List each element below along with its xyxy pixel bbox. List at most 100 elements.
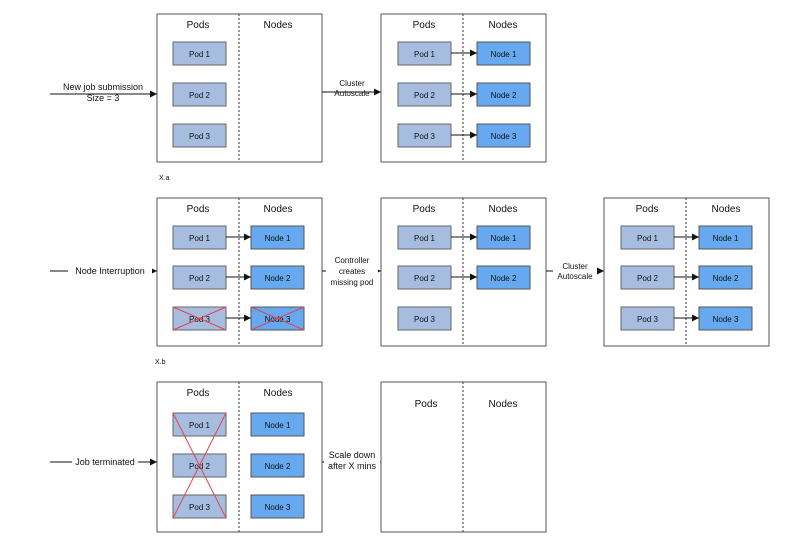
edge-cluster-autoscale-a: Cluster Autoscale — [322, 79, 381, 98]
panel-b3: Pods Nodes Pod 1 Pod 2 Pod 3 Node 1 Node… — [603, 197, 770, 347]
edge-cluster-autoscale-b: Cluster Autoscale — [546, 260, 604, 282]
pod-box: Pod 2 — [172, 265, 227, 290]
svg-text:Pod 1: Pod 1 — [189, 421, 210, 430]
panel-a1: Pods Nodes Pod 1 Pod 2 Pod 3 — [156, 13, 323, 163]
svg-text:Node 1: Node 1 — [265, 421, 291, 430]
svg-text:Pod 3: Pod 3 — [414, 315, 435, 324]
svg-text:Node 1: Node 1 — [265, 234, 291, 243]
svg-text:Node 2: Node 2 — [265, 274, 291, 283]
svg-text:Node 1: Node 1 — [713, 234, 739, 243]
edge-node-interruption: Node Interruption — [50, 264, 157, 277]
svg-text:Pod 1: Pod 1 — [414, 234, 435, 243]
panel-c2: Pods Nodes — [380, 381, 547, 533]
node-box: Node 2 — [698, 265, 753, 290]
pod-box: Pod 1 — [397, 41, 452, 66]
pod-box: Pod 3 — [172, 123, 227, 148]
svg-text:creates: creates — [339, 267, 365, 276]
panel-b2: Pods Nodes Pod 1 Pod 2 Pod 3 Node 1 Node… — [380, 197, 547, 347]
svg-text:Node 2: Node 2 — [265, 462, 291, 471]
svg-text:Pod 3: Pod 3 — [414, 132, 435, 141]
panel-a2: Pods Nodes Pod 1 Pod 2 Pod 3 Node 1 Node… — [380, 13, 547, 163]
pod-box: Pod 2 — [397, 82, 452, 107]
node-box: Node 2 — [250, 453, 305, 478]
pod-box-crossed: Pod 1 — [172, 412, 227, 437]
pod-box: Pod 3 — [397, 123, 452, 148]
edge-job-terminated: Job terminated — [50, 455, 157, 468]
svg-text:Pod 1: Pod 1 — [189, 50, 210, 59]
svg-text:Pod 2: Pod 2 — [637, 274, 658, 283]
svg-text:Controller: Controller — [335, 256, 370, 265]
node-box: Node 3 — [476, 123, 531, 148]
pods-header: Pods — [187, 20, 210, 31]
svg-text:Node 2: Node 2 — [491, 274, 517, 283]
svg-text:after X mins: after X mins — [328, 461, 377, 471]
pod-box: Pod 2 — [172, 82, 227, 107]
nodes-header: Nodes — [264, 204, 293, 215]
svg-text:Autoscale: Autoscale — [334, 89, 370, 98]
nodes-header: Nodes — [489, 399, 518, 410]
pods-header: Pods — [187, 204, 210, 215]
node-box: Node 1 — [250, 225, 305, 250]
panel-c1: Pods Nodes Pod 1 Pod 2 Pod 3 Node 1 Node… — [156, 381, 323, 533]
svg-text:Pod 2: Pod 2 — [189, 91, 210, 100]
pods-header: Pods — [187, 388, 210, 399]
edge-scale-down: Scale down after X mins — [322, 447, 381, 473]
svg-text:Pod 1: Pod 1 — [414, 50, 435, 59]
nodes-header: Nodes — [712, 204, 741, 215]
svg-text:Node 3: Node 3 — [713, 315, 739, 324]
section-label-b: X.b — [155, 359, 166, 366]
nodes-header: Nodes — [489, 20, 518, 31]
nodes-header: Nodes — [264, 388, 293, 399]
svg-text:Pod 3: Pod 3 — [189, 503, 210, 512]
section-label-a: X.a — [159, 175, 170, 182]
svg-text:Node 3: Node 3 — [265, 315, 291, 324]
svg-text:Size = 3: Size = 3 — [87, 93, 120, 103]
svg-text:Scale down: Scale down — [329, 450, 376, 460]
pod-box: Pod 3 — [397, 306, 452, 331]
svg-text:Pod 3: Pod 3 — [637, 315, 658, 324]
node-box: Node 3 — [250, 494, 305, 519]
pods-header: Pods — [415, 399, 438, 410]
svg-text:Pod 2: Pod 2 — [189, 274, 210, 283]
svg-text:Cluster: Cluster — [562, 262, 588, 271]
pods-header: Pods — [413, 20, 436, 31]
svg-text:Pod 1: Pod 1 — [189, 234, 210, 243]
node-box: Node 2 — [250, 265, 305, 290]
svg-text:Node 3: Node 3 — [491, 132, 517, 141]
pod-box-crossed: Pod 3 — [172, 494, 227, 519]
svg-text:Pod 2: Pod 2 — [414, 274, 435, 283]
node-box: Node 2 — [476, 265, 531, 290]
svg-text:Pod 1: Pod 1 — [637, 234, 658, 243]
interruption-cross — [172, 306, 305, 331]
svg-text:Node 1: Node 1 — [491, 234, 517, 243]
pod-box: Pod 1 — [620, 225, 675, 250]
nodes-header: Nodes — [489, 204, 518, 215]
node-box: Node 1 — [250, 412, 305, 437]
edge-new-job: New job submission Size = 3 — [50, 82, 157, 103]
pod-box: Pod 1 — [172, 41, 227, 66]
svg-text:Pod 3: Pod 3 — [189, 315, 210, 324]
node-box: Node 1 — [476, 41, 531, 66]
node-box: Node 1 — [476, 225, 531, 250]
node-box: Node 2 — [476, 82, 531, 107]
pod-box: Pod 1 — [172, 225, 227, 250]
pod-box: Pod 1 — [397, 225, 452, 250]
panel-b1: Pods Nodes Pod 1 Pod 2 Pod 3 Node 1 Node… — [156, 197, 323, 347]
pods-header: Pods — [636, 204, 659, 215]
svg-text:Node 1: Node 1 — [491, 50, 517, 59]
svg-text:Autoscale: Autoscale — [557, 272, 593, 281]
svg-text:missing pod: missing pod — [331, 278, 374, 287]
pod-box: Pod 2 — [620, 265, 675, 290]
svg-text:Node Interruption: Node Interruption — [75, 266, 145, 276]
svg-text:New job submission: New job submission — [63, 82, 143, 92]
pod-box: Pod 2 — [397, 265, 452, 290]
svg-text:Pod 2: Pod 2 — [414, 91, 435, 100]
pods-header: Pods — [413, 204, 436, 215]
node-box: Node 3 — [698, 306, 753, 331]
svg-text:Job terminated: Job terminated — [75, 457, 135, 467]
termination-cross — [172, 412, 227, 519]
svg-text:Node 3: Node 3 — [265, 503, 291, 512]
svg-text:Node 2: Node 2 — [491, 91, 517, 100]
node-box: Node 1 — [698, 225, 753, 250]
